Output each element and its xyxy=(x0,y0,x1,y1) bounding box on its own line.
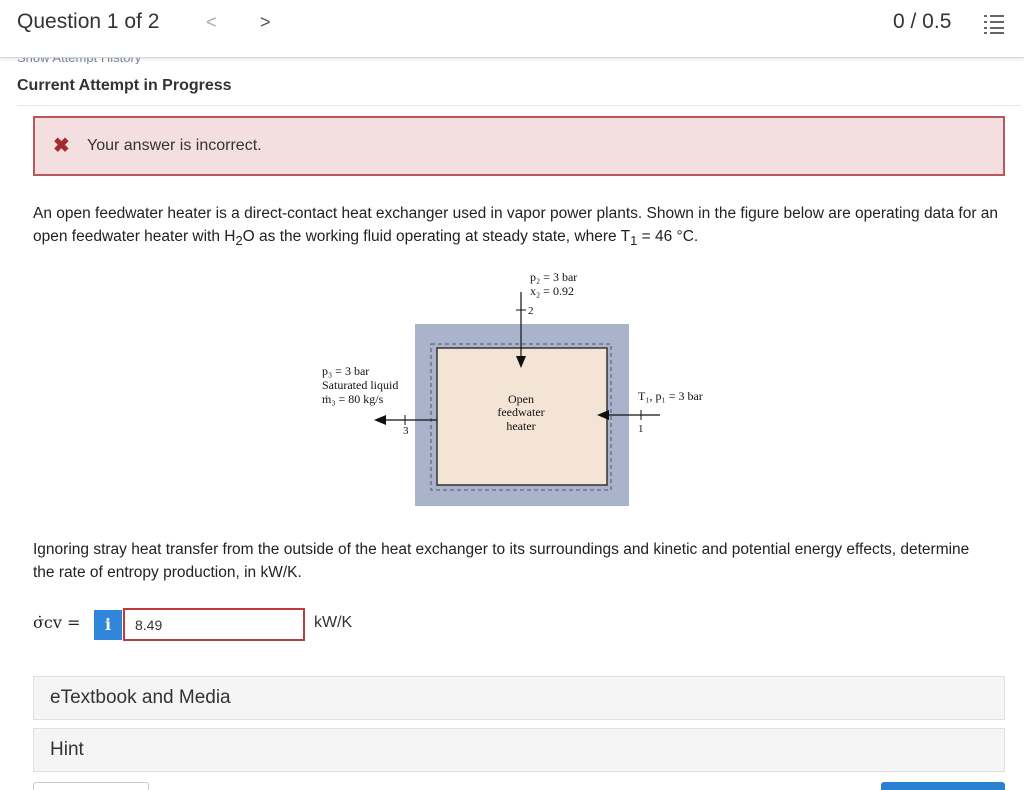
secondary-action-button[interactable] xyxy=(33,782,149,790)
score-display: 0 / 0.5 xyxy=(893,10,952,33)
outlet3-state: Saturated liquid xyxy=(322,378,398,392)
problem-subscript-t: 1 xyxy=(630,233,638,249)
feedwater-heater-figure: p₂ = 3 bar x₂ = 0.92 2 p₃ = 3 bar Satura… xyxy=(322,270,703,506)
inlet2-pressure: p₂ = 3 bar xyxy=(530,270,577,284)
inlet1-label: T₁, p₁ = 3 bar xyxy=(638,389,703,403)
problem-subscript: 2 xyxy=(235,233,243,249)
device-label-2: feedwater xyxy=(497,405,544,419)
question-text: Ignoring stray heat transfer from the ou… xyxy=(33,541,970,581)
submit-answer-button[interactable] xyxy=(881,782,1005,790)
question-list-icon[interactable] xyxy=(984,13,1004,35)
previous-question-button[interactable]: < xyxy=(206,12,217,32)
device-label-1: Open xyxy=(508,392,534,406)
feedback-alert: ✖ Your answer is incorrect. xyxy=(33,116,1005,176)
feedback-text: Your answer is incorrect. xyxy=(87,137,262,154)
problem-text-c: = 46 °C. xyxy=(637,228,699,245)
divider xyxy=(17,105,1021,106)
info-button[interactable]: i xyxy=(94,610,122,640)
etextbook-media-panel[interactable]: eTextbook and Media xyxy=(33,676,1005,720)
answer-unit: kW/K xyxy=(314,614,353,631)
question-counter: Question 1 of 2 xyxy=(17,10,160,33)
attempt-status: Current Attempt in Progress xyxy=(17,77,232,94)
answer-variable-label: σ̇cv = xyxy=(33,613,81,632)
question-header: Question 1 of 2 < > 0 / 0.5 xyxy=(0,0,1024,58)
control-surface xyxy=(430,343,612,491)
inlet2-number: 2 xyxy=(528,305,534,317)
problem-text-a: An open feedwater heater is a direct-con… xyxy=(33,205,999,245)
outlet3-massflow: ṁ₃ = 80 kg/s xyxy=(322,392,384,406)
inlet2-quality: x₂ = 0.92 xyxy=(530,284,574,298)
device-label-3: heater xyxy=(506,419,535,433)
close-icon: ✖ xyxy=(53,135,70,157)
inlet1-number: 1 xyxy=(638,423,644,435)
problem-text-b: O as the working fluid operating at stea… xyxy=(242,228,631,245)
problem-statement: An open feedwater heater is a direct-con… xyxy=(33,202,1008,252)
outlet3-number: 3 xyxy=(403,425,409,437)
answer-input[interactable] xyxy=(123,608,305,641)
hint-panel[interactable]: Hint xyxy=(33,728,1005,772)
outlet3-pressure: p₃ = 3 bar xyxy=(322,364,369,378)
next-question-button[interactable]: > xyxy=(260,12,271,32)
